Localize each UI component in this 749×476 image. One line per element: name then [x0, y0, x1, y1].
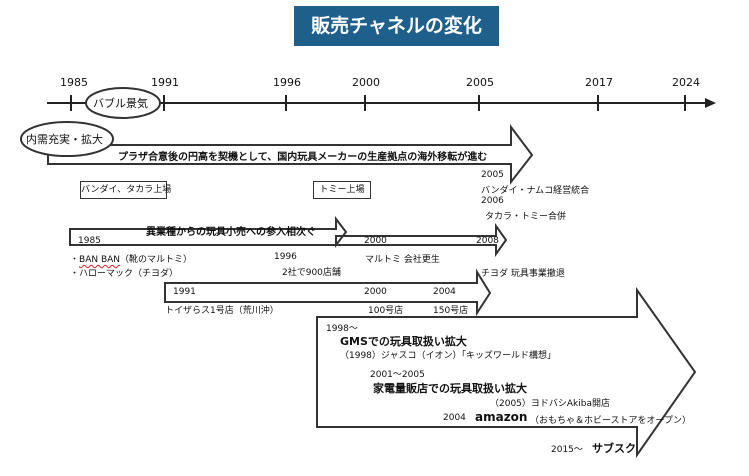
year-label: 2000: [364, 287, 387, 297]
banban-entry: ・BAN BAN（靴のマルトミ）: [70, 252, 192, 265]
hellomac-entry: ・ハローマック（チヨダ）: [70, 269, 179, 279]
year-label: 2000: [364, 236, 387, 246]
store-100-text: 100号店: [368, 306, 404, 316]
banban-name: BAN BAN: [79, 255, 121, 265]
arrow-channel-expansion: [316, 286, 697, 459]
year-label: 2005: [466, 76, 494, 89]
timeline-arrowhead: [705, 98, 716, 108]
year-label: 2004: [433, 287, 456, 297]
merger-text: タカラ・トミー合併: [485, 212, 567, 222]
arrow-toysrus: [164, 268, 492, 317]
year-label: 2015～: [551, 445, 583, 455]
amazon-label: amazon: [475, 410, 528, 424]
year-label: 1985: [78, 236, 101, 246]
arrow-new-entrants: [69, 216, 508, 258]
jusco-text: （1998）ジャスコ（イオン）「キッズワールド構想」: [340, 351, 556, 361]
marutomi-text: マルトミ 会社更生: [365, 255, 440, 265]
year-label: 1991: [173, 287, 196, 297]
bubble-economy-label: バブル景気: [93, 97, 148, 110]
bubble-ellipse: [85, 87, 161, 119]
new-entrants-text: 異業種からの玩具小売への参入相次ぐ: [146, 227, 316, 238]
banban-detail: （靴のマルトミ）: [120, 255, 193, 265]
page-title: 販売チャネルの変化: [294, 6, 499, 46]
merger-text: バンダイ・ナムコ経営統合: [481, 186, 590, 196]
merger-year: 2006: [481, 196, 504, 206]
year-label: 2008: [476, 236, 499, 246]
bullet: ・: [70, 255, 80, 265]
year-label: 1985: [60, 76, 88, 89]
electronics-title: 家電量販店での玩具取扱い拡大: [373, 382, 527, 395]
year-label: 1998～: [326, 324, 358, 334]
year-label: 2000: [352, 76, 380, 89]
yodobashi-text: （2005）ヨドバシAkiba開店: [490, 399, 611, 409]
year-label: 2017: [585, 76, 613, 89]
amazon-detail: （おもちゃ＆ホビーストアをオープン）: [530, 416, 692, 426]
listing-bandai-takara: バンダイ、タカラ上場: [80, 181, 171, 199]
domestic-ellipse: [20, 121, 114, 157]
listing-tomy: トミー上場: [313, 181, 371, 199]
toysrus-text: トイザらス1号店（荒川沖）: [165, 306, 279, 316]
year-label: 2001～2005: [370, 370, 425, 380]
year-label: 2004: [443, 413, 466, 423]
year-label: 1996: [274, 252, 297, 262]
domestic-demand-label: 内需充実・拡大: [26, 133, 103, 146]
year-label: 1996: [273, 76, 301, 89]
year-label: 1991: [151, 76, 179, 89]
store-150-text: 150号店: [433, 306, 469, 316]
store-count-text: 2社で900店舗: [282, 268, 341, 278]
overseas-shift-text: プラザ合意後の円高を契機として、国内玩具メーカーの生産拠点の海外移転が進む: [118, 152, 488, 163]
chiyoda-text: チヨダ 玩具事業撤退: [481, 269, 565, 279]
gms-title: GMSでの玩具取扱い拡大: [340, 335, 467, 348]
subscription-label: サブスク: [592, 442, 636, 455]
merger-year: 2005: [481, 170, 504, 180]
arrow-overseas-shift: [47, 124, 534, 185]
year-label: 2024: [672, 76, 700, 89]
